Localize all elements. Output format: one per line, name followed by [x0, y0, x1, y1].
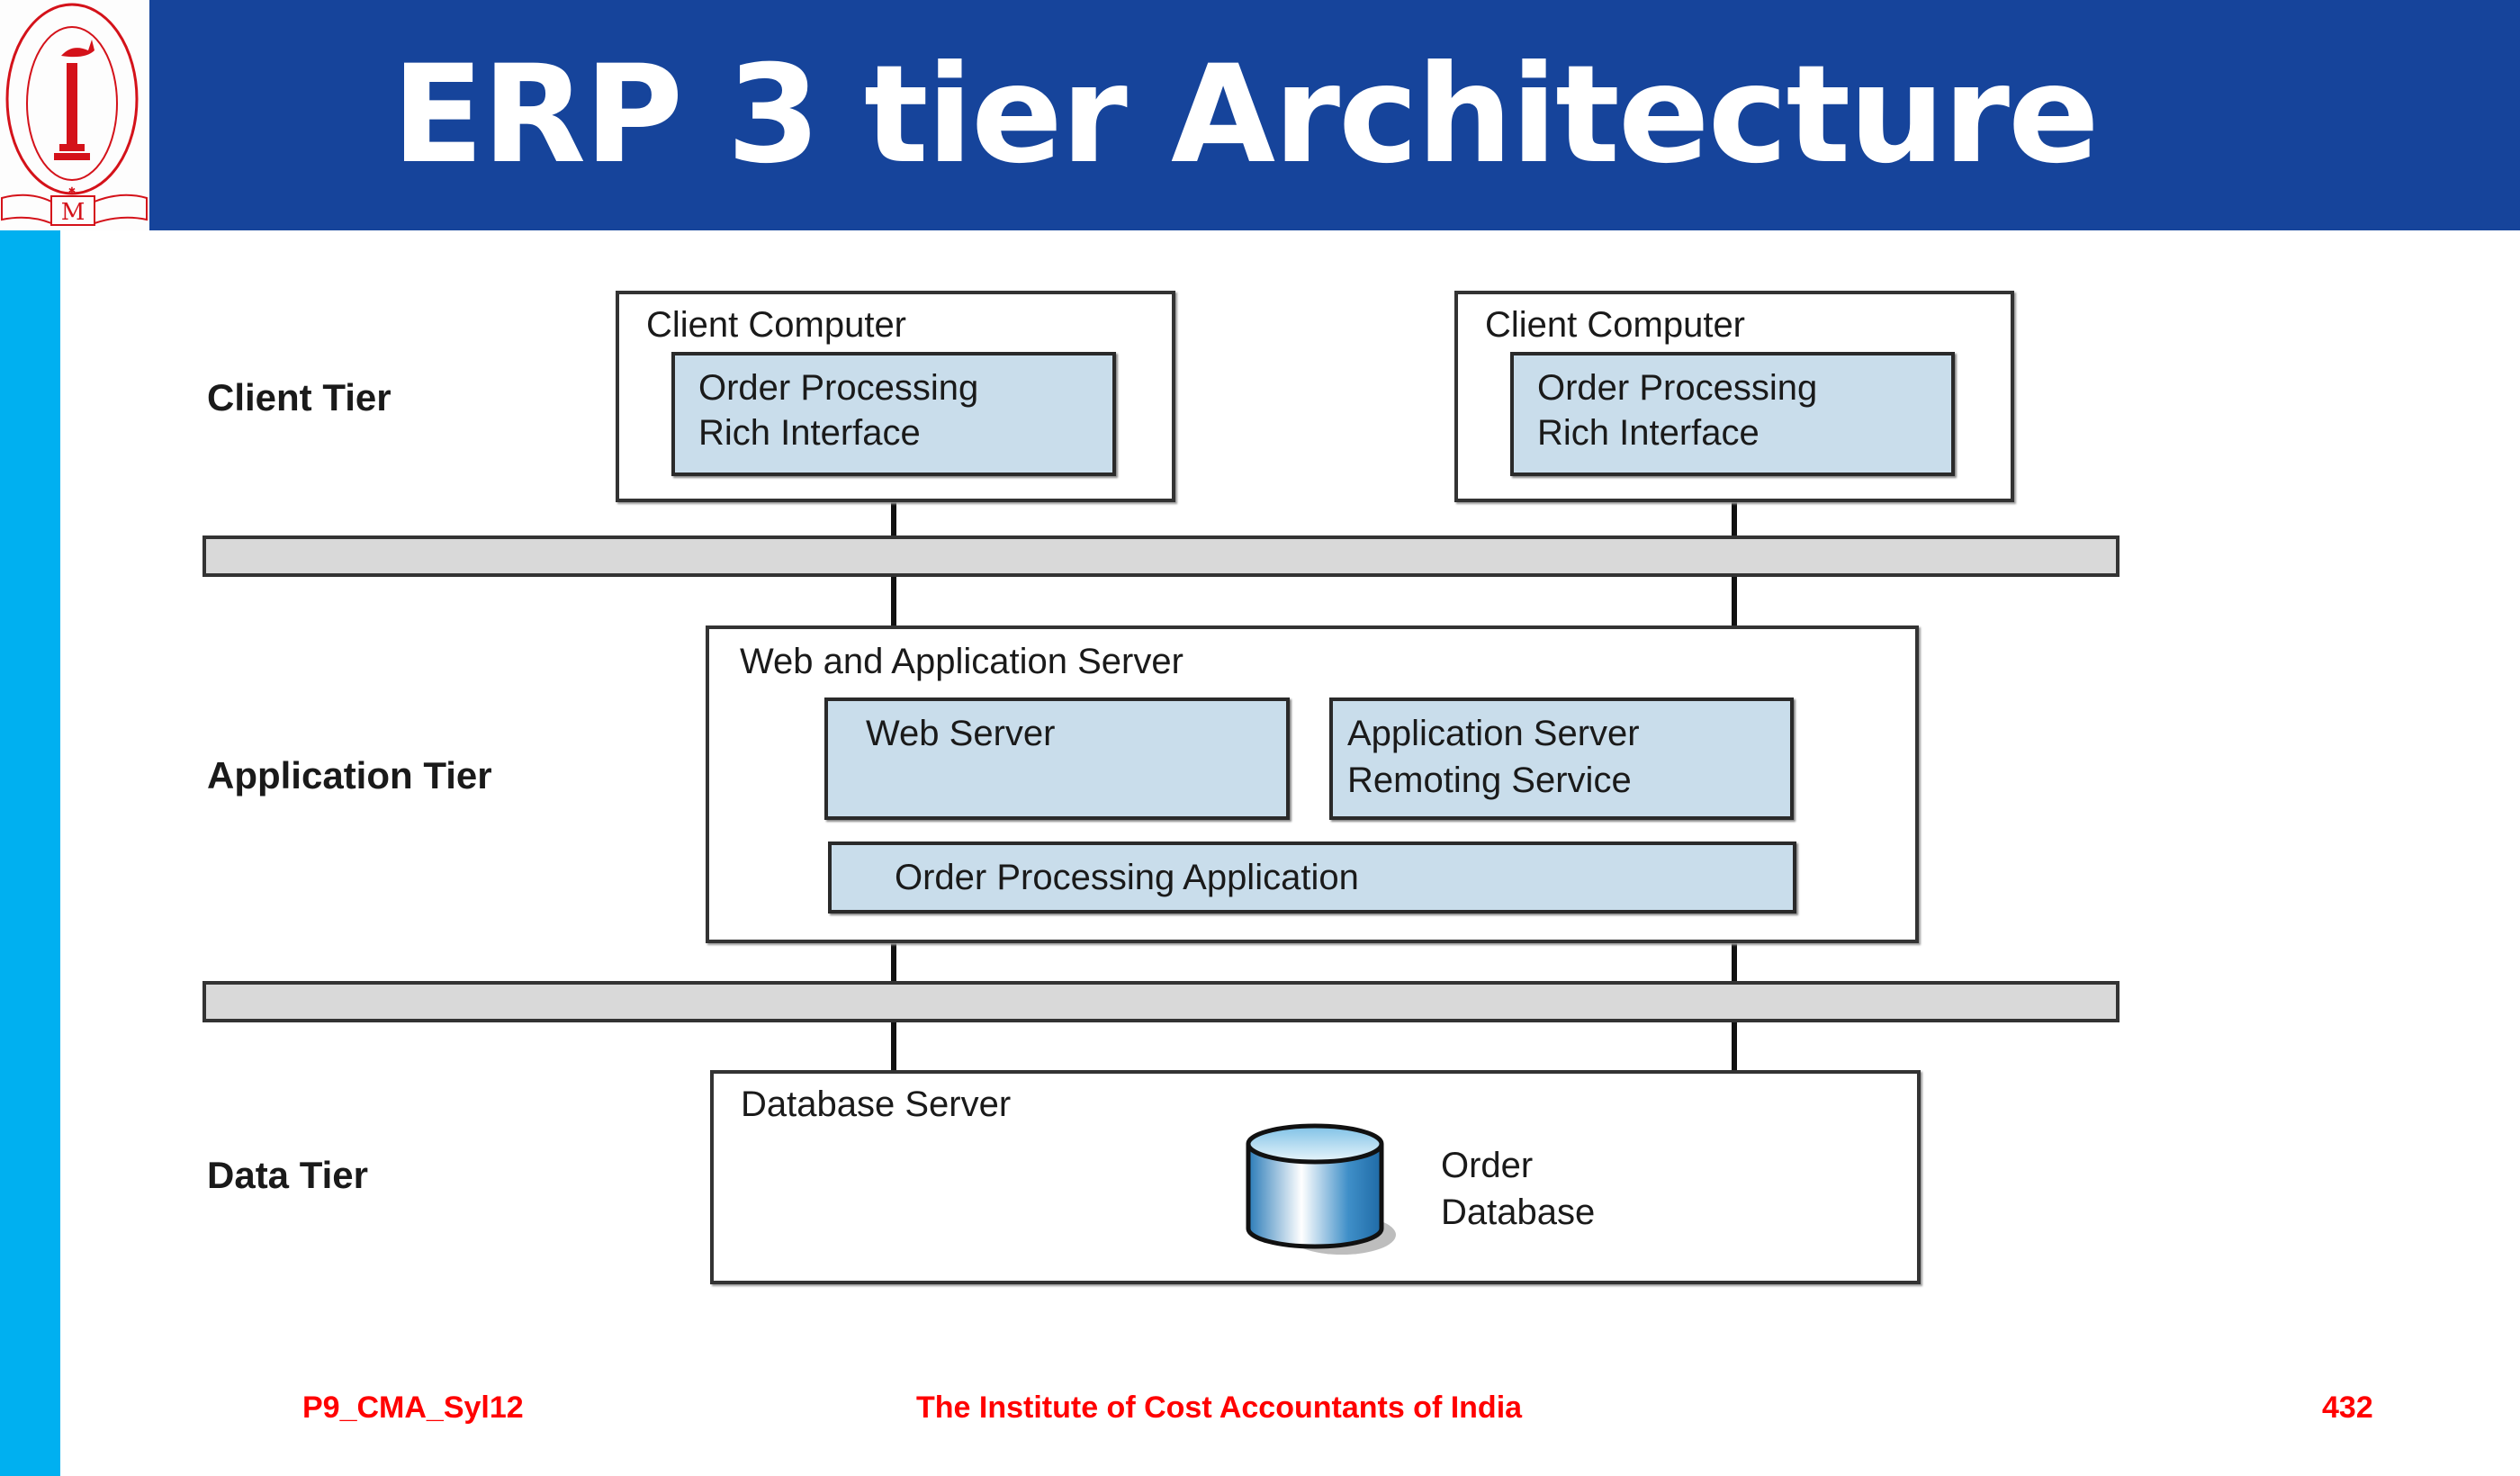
client-computer-title: Client Computer: [1485, 305, 1746, 345]
order-processing-application-label: Order Processing Application: [895, 858, 1359, 897]
svg-text:✱: ✱: [68, 186, 76, 196]
order-database-line1: Order: [1441, 1146, 1534, 1185]
rich-interface-line1: Order Processing: [1537, 368, 1818, 408]
client-computer-title: Client Computer: [646, 305, 907, 345]
footer-institute-name: The Institute of Cost Accountants of Ind…: [916, 1390, 1523, 1425]
connector-line: [1732, 501, 1737, 536]
rich-interface-line2: Rich Interface: [1537, 413, 1760, 453]
svg-text:M: M: [61, 199, 86, 226]
web-application-server-box: Web and Application Server Web Server Ap…: [706, 626, 1919, 943]
tier-label-client: Client Tier: [207, 376, 392, 418]
tier-label-data: Data Tier: [207, 1154, 368, 1196]
connector-line: [1732, 1022, 1737, 1071]
order-processing-application-box: Order Processing Application: [828, 842, 1796, 914]
rich-interface-line2: Rich Interface: [698, 413, 921, 453]
web-server-box: Web Server: [824, 698, 1290, 820]
network-bus-upper: [202, 536, 2120, 577]
application-server-box: Application Server Remoting Service: [1329, 698, 1794, 820]
web-server-label: Web Server: [866, 714, 1056, 753]
network-bus-lower: [202, 981, 2120, 1022]
order-database-line2: Database: [1441, 1192, 1596, 1232]
header-bar: [149, 0, 2520, 230]
slide-title: ERP 3 tier Architecture: [392, 37, 2100, 194]
connector-line: [1732, 941, 1737, 981]
tier-label-application: Application Tier: [207, 754, 492, 796]
rich-interface-line1: Order Processing: [698, 368, 979, 408]
client-computer-box-1: Client Computer Order Processing Rich In…: [616, 291, 1175, 502]
institute-logo: ✱ M: [0, 0, 149, 230]
footer-page-number: 432: [2322, 1390, 2373, 1425]
rich-interface-box: Order Processing Rich Interface: [671, 352, 1116, 476]
database-server-title: Database Server: [741, 1084, 1012, 1124]
application-server-line1: Application Server: [1347, 714, 1640, 753]
database-cylinder-icon: [1246, 1123, 1396, 1255]
connector-line: [891, 1022, 896, 1071]
footer-course-code: P9_CMA_Syl12: [302, 1390, 524, 1425]
connector-line: [891, 941, 896, 981]
client-computer-box-2: Client Computer Order Processing Rich In…: [1454, 291, 2014, 502]
connector-line: [891, 576, 896, 626]
database-server-box: Database Server Order Database: [710, 1070, 1921, 1284]
application-server-line2: Remoting Service: [1347, 760, 1632, 800]
connector-line: [891, 501, 896, 536]
rich-interface-box: Order Processing Rich Interface: [1510, 352, 1955, 476]
connector-line: [1732, 576, 1737, 626]
institute-emblem-icon: ✱ M: [0, 3, 148, 226]
sidebar-accent-strip: [0, 230, 60, 1476]
web-application-server-title: Web and Application Server: [740, 642, 1184, 681]
